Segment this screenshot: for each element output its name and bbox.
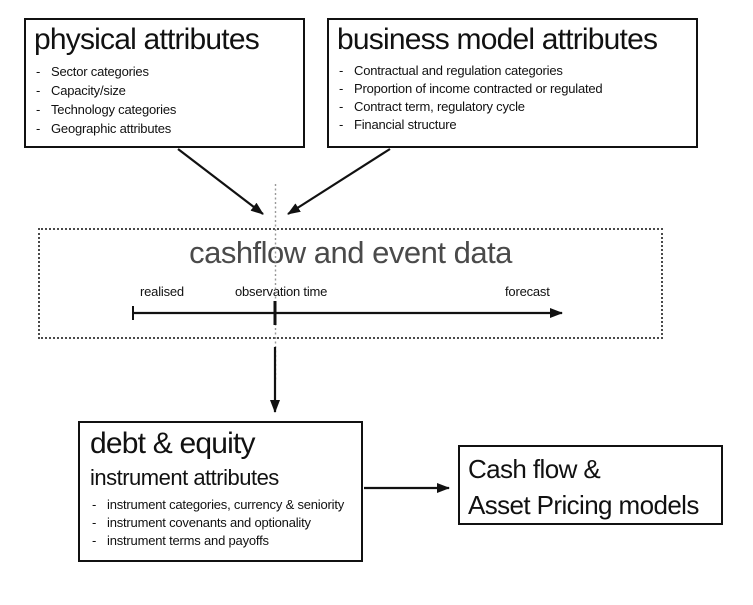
list-item: - Contractual and regulation categories <box>339 62 696 80</box>
list-item-text: instrument covenants and optionality <box>107 515 311 530</box>
list-item-text: instrument categories, currency & senior… <box>107 497 345 512</box>
bullet-dash: - <box>36 64 41 80</box>
bullet-dash: - <box>36 121 41 137</box>
list-item-text: Proportion of income contracted or regul… <box>354 81 603 97</box>
list-item-text: Sector categories <box>51 64 149 80</box>
bullet-dash: - <box>339 117 344 133</box>
list-item: - Capacity/size <box>36 81 303 100</box>
list-item: - Contract term, regulatory cycle <box>339 98 696 116</box>
bullet-dash: - <box>339 99 344 115</box>
bullet-dash: - <box>339 81 344 97</box>
list-item-text: Contractual and regulation categories <box>354 63 563 79</box>
timeline-label-observation-time: observation time <box>235 284 328 299</box>
bullet-dash: - <box>339 63 344 79</box>
list-item: - Geographic attributes <box>36 119 303 138</box>
bullet-dash: - <box>92 497 97 512</box>
debt-equity-title: debt & equity <box>90 427 256 460</box>
bullet-dash: - <box>36 102 41 118</box>
instrument-attributes-subtitle: instrument attributes <box>90 465 279 490</box>
cashflow-event-data-box: cashflow and event data realised observa… <box>38 228 663 339</box>
list-item-text: Technology categories <box>51 102 177 118</box>
list-item-text: Financial structure <box>354 117 457 133</box>
list-item-text: instrument terms and payoffs <box>107 533 269 548</box>
timeline-label-realised: realised <box>140 284 184 299</box>
list-item: - Sector categories <box>36 62 303 81</box>
list-item: - instrument covenants and optionality <box>92 514 361 532</box>
bullet-dash: - <box>92 515 97 530</box>
physical-attributes-title: physical attributes <box>34 23 260 56</box>
list-item-text: Contract term, regulatory cycle <box>354 99 525 115</box>
list-item: - instrument categories, currency & seni… <box>92 496 361 514</box>
models-title-line1: Cash flow & <box>468 454 601 484</box>
models-title-line2: Asset Pricing models <box>468 490 699 520</box>
list-item: - Technology categories <box>36 100 303 119</box>
timeline-label-forecast: forecast <box>505 284 550 299</box>
debt-equity-box: debt & equity instrument attributes - in… <box>78 421 363 562</box>
cashflow-event-data-title: cashflow and event data <box>189 235 512 270</box>
physical-attributes-list: - Sector categories - Capacity/size - Te… <box>26 62 303 138</box>
list-item-text: Geographic attributes <box>51 121 172 137</box>
bullet-dash: - <box>92 533 97 548</box>
bullet-dash: - <box>36 83 41 99</box>
business-model-attributes-box: business model attributes - Contractual … <box>327 18 698 148</box>
list-item: - Financial structure <box>339 116 696 134</box>
business-model-attributes-title: business model attributes <box>337 23 658 56</box>
physical-attributes-box: physical attributes - Sector categories … <box>24 18 305 148</box>
arrow-physical-to-cashflow <box>177 148 264 215</box>
list-item-text: Capacity/size <box>51 83 126 99</box>
list-item: - Proportion of income contracted or reg… <box>339 80 696 98</box>
instrument-attributes-list: - instrument categories, currency & seni… <box>80 496 361 550</box>
list-item: - instrument terms and payoffs <box>92 532 361 550</box>
asset-pricing-models-box: Cash flow & Asset Pricing models <box>458 445 723 525</box>
arrow-business-to-cashflow <box>287 148 391 215</box>
business-model-attributes-list: - Contractual and regulation categories … <box>329 62 696 134</box>
